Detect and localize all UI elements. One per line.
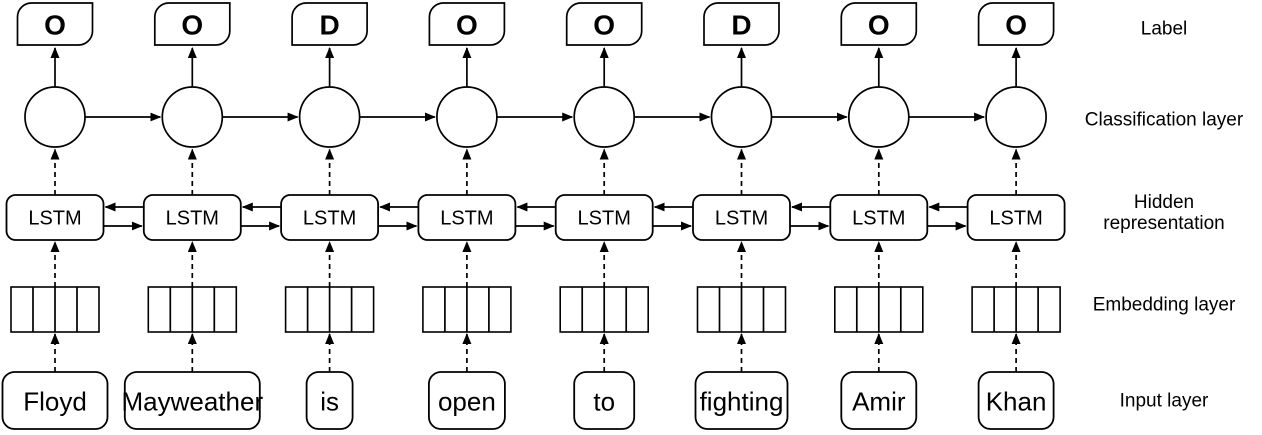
classification-node <box>161 86 224 148</box>
lstm-box <box>966 194 1066 241</box>
lstm-box <box>280 194 380 241</box>
label-tag-text: O <box>44 10 66 41</box>
classification-node <box>710 86 773 148</box>
label-tag <box>840 2 918 46</box>
lstm-box-text: LSTM <box>852 208 905 230</box>
lstm-box <box>692 194 791 241</box>
label-tag-text: O <box>1005 10 1027 41</box>
lstm-box <box>554 194 654 241</box>
input-word-text: is <box>320 387 339 417</box>
label-tag-text: D <box>731 10 751 41</box>
label-tag <box>977 2 1055 46</box>
lstm-box-text: LSTM <box>28 208 81 230</box>
label-tag-text: D <box>319 10 339 41</box>
lstm-box <box>5 194 105 241</box>
input-word-box <box>123 371 261 430</box>
classification-node <box>436 86 498 148</box>
classification-node <box>573 86 636 148</box>
input-word-text: open <box>438 387 496 417</box>
label-tag <box>291 2 368 46</box>
classification-node <box>298 86 361 148</box>
label-tag <box>153 2 231 46</box>
input-word-text: Khan <box>986 387 1047 417</box>
input-word-text: Amir <box>852 387 906 417</box>
label-tag <box>565 2 643 46</box>
lstm-box-text: LSTM <box>578 208 631 230</box>
lstm-box-text: LSTM <box>989 208 1042 230</box>
input-word-box <box>427 371 506 430</box>
input-word-box <box>573 371 636 430</box>
input-word-text: to <box>593 387 615 417</box>
lstm-box <box>417 194 517 241</box>
lstm-box-text: LSTM <box>440 208 493 230</box>
classification-node <box>985 86 1047 148</box>
input-word-text: fighting <box>700 387 784 417</box>
input-word-box <box>694 371 789 430</box>
input-word-box <box>840 371 918 430</box>
classification-node <box>24 86 86 148</box>
lstm-box-text: LSTM <box>303 208 356 230</box>
lstm-box <box>829 194 929 241</box>
lstm-box <box>142 194 242 241</box>
input-word-box <box>305 371 354 430</box>
label-tag-text: O <box>181 10 203 41</box>
input-word-box <box>977 371 1055 430</box>
input-word-text: Floyd <box>23 387 87 417</box>
lstm-box-text: LSTM <box>166 208 219 230</box>
classification-node <box>847 86 910 148</box>
label-tag-text: O <box>456 10 478 41</box>
label-tag <box>16 2 94 46</box>
lstm-box-text: LSTM <box>715 208 768 230</box>
label-tag <box>428 2 506 46</box>
input-word-box <box>1 371 109 430</box>
input-word-text: Mayweather <box>121 387 263 417</box>
label-tag-text: O <box>593 10 615 41</box>
label-tag <box>703 2 780 46</box>
label-tag-text: O <box>868 10 890 41</box>
